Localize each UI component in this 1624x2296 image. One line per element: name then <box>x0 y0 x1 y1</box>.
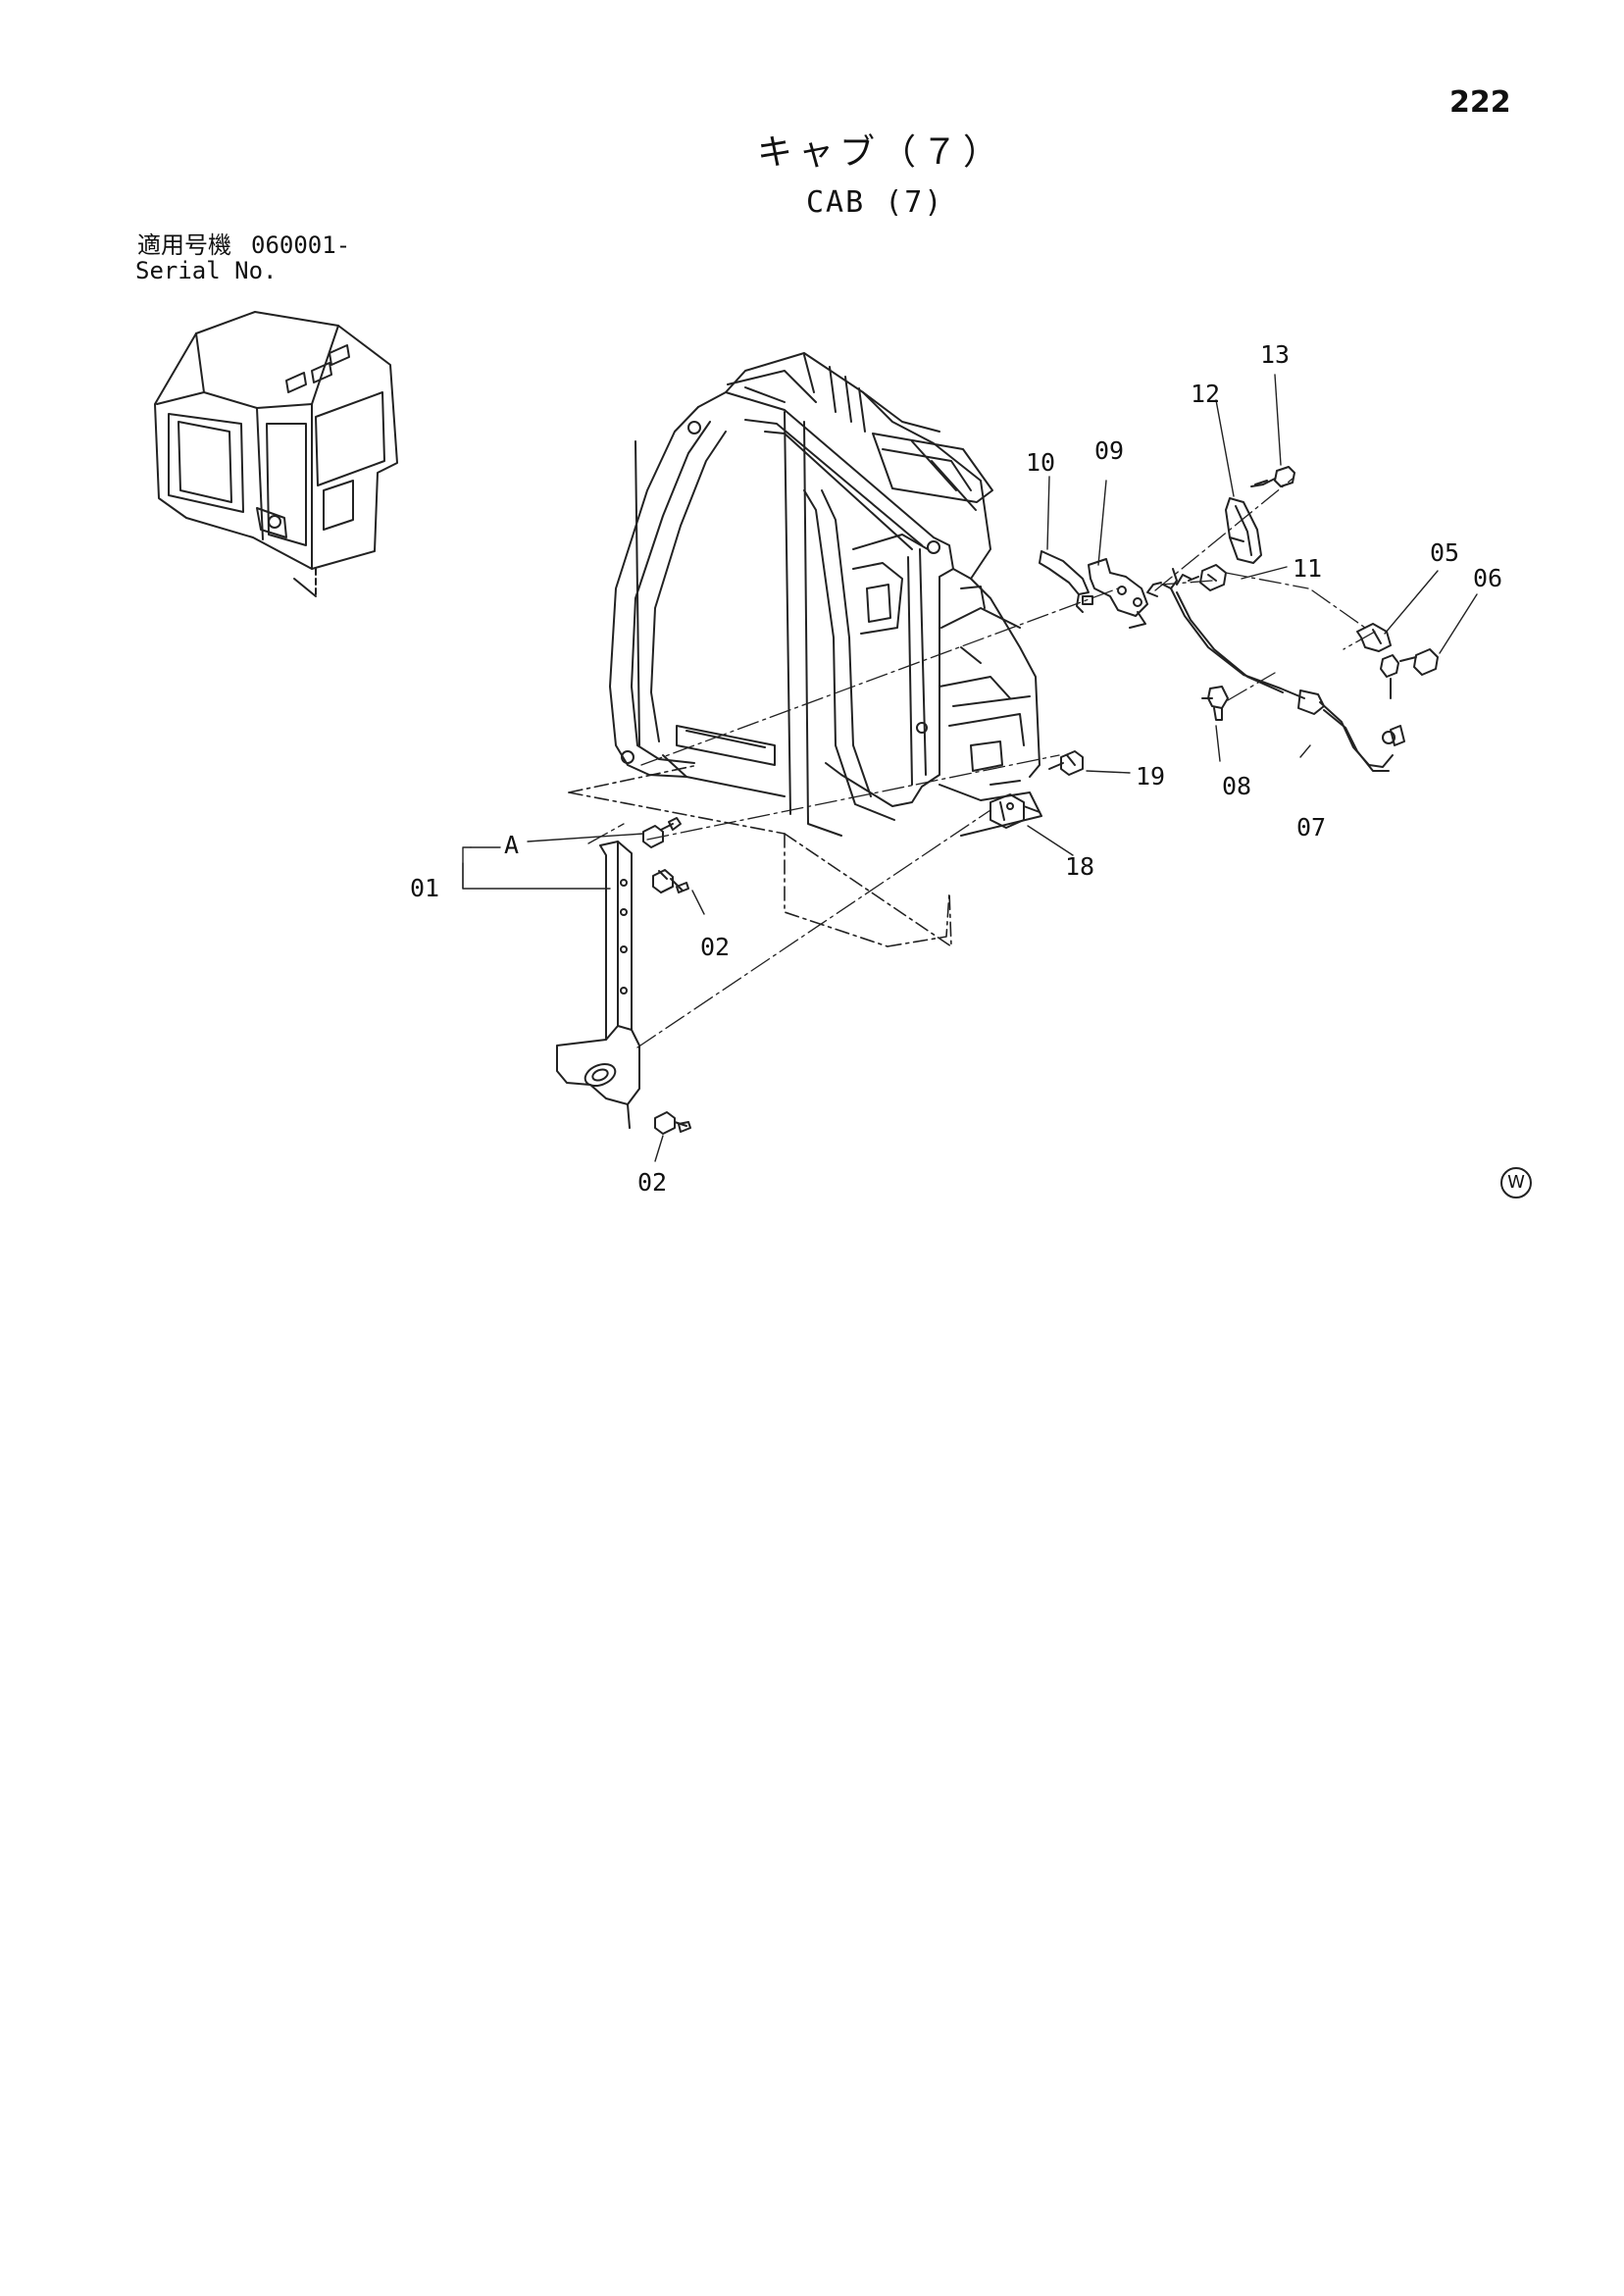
bolt-02-lower <box>654 1111 691 1135</box>
callout-labels: 13 12 10 09 11 05 06 08 19 07 18 A 01 02… <box>410 340 1502 1197</box>
nut-11 <box>1188 564 1227 591</box>
handle-12 <box>1225 497 1262 564</box>
cab-roof <box>725 352 993 580</box>
serial-label-japanese: 適用号機 060001- <box>137 233 350 257</box>
title-english: CAB (7) <box>806 185 944 220</box>
w-mark: W <box>1500 1167 1532 1199</box>
callout-07: 07 <box>1296 813 1326 842</box>
serial-label-english: Serial No. <box>135 257 278 284</box>
serial-number: 060001- <box>251 231 351 259</box>
bolt-06 <box>1399 648 1439 676</box>
callout-11: 11 <box>1293 554 1322 583</box>
cab-frame <box>609 391 954 837</box>
title-japanese: キャブ（７） <box>757 132 1005 173</box>
callout-09: 09 <box>1094 436 1124 465</box>
bolt-A <box>642 817 682 848</box>
callout-19: 19 <box>1136 762 1165 791</box>
assembly-lines <box>587 478 1376 1048</box>
clip-08 <box>1201 686 1229 721</box>
lock-plate-09 <box>1088 558 1148 629</box>
callout-01: 01 <box>410 874 439 902</box>
callout-10: 10 <box>1026 448 1055 477</box>
callout-A: A <box>504 831 519 859</box>
bolt-02-upper <box>652 869 689 893</box>
callout-02-lower: 02 <box>637 1168 667 1197</box>
bracket-18 <box>990 793 1040 829</box>
clamp-05 <box>1356 623 1399 699</box>
floor-plate <box>568 764 952 947</box>
leader-lines <box>462 374 1478 1162</box>
callout-02-upper: 02 <box>700 933 730 961</box>
callout-08: 08 <box>1222 772 1251 800</box>
lock-lever-10 <box>1039 550 1093 613</box>
page-number: 222 <box>1449 85 1511 120</box>
callout-06: 06 <box>1473 564 1502 592</box>
screw-13 <box>1250 466 1295 487</box>
callout-12: 12 <box>1191 380 1220 408</box>
cab-rear-section <box>852 534 1042 837</box>
callout-18: 18 <box>1065 852 1094 881</box>
release-cable-07 <box>1146 568 1405 772</box>
serial-label-jp-text: 適用号機 <box>137 231 231 259</box>
callout-13: 13 <box>1260 340 1290 369</box>
callout-05: 05 <box>1430 538 1459 567</box>
pillar-bracket <box>556 841 640 1129</box>
bolt-19 <box>1048 750 1084 776</box>
cab-overview-thumbnail <box>154 311 398 599</box>
